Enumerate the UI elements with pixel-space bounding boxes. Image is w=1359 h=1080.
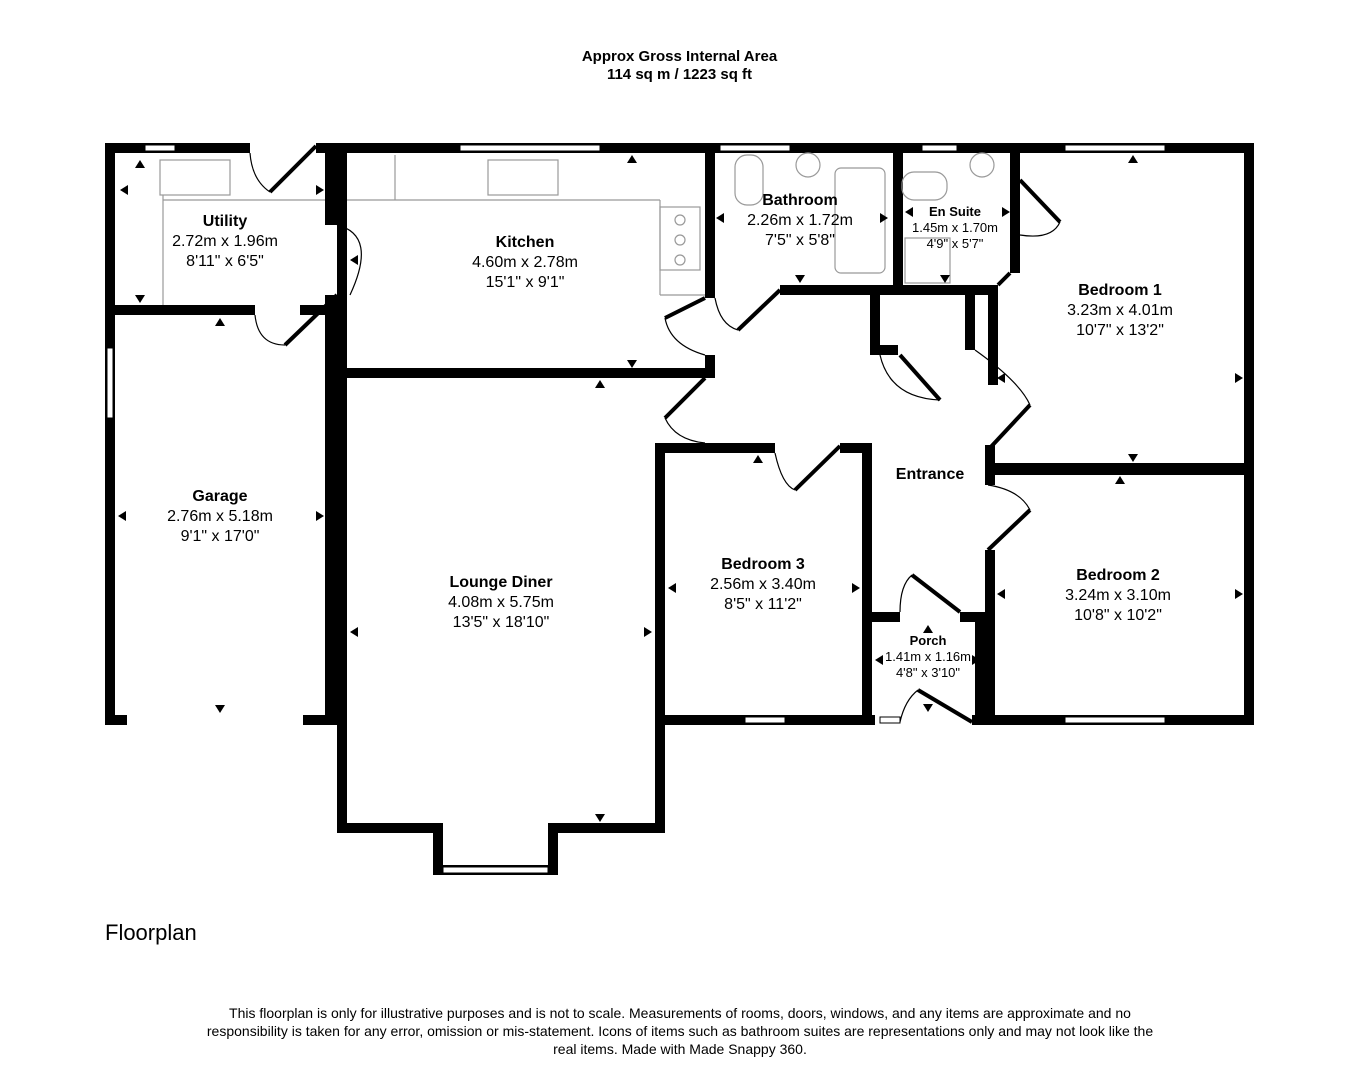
room-imperial: 10'8" x 10'2" — [1074, 607, 1162, 624]
room-imperial: 7'5" x 5'8" — [765, 232, 835, 249]
room-metric: 3.24m x 3.10m — [1065, 587, 1171, 604]
doors — [268, 144, 1062, 724]
hob-icon — [659, 206, 701, 271]
room-name: Bedroom 2 — [1076, 567, 1160, 584]
room-imperial: 8'11" x 6'5" — [186, 253, 264, 270]
disclaimer: This floorplan is only for illustrative … — [206, 1005, 1154, 1057]
ensuite-basin-icon — [969, 152, 995, 178]
utility-sink-icon — [159, 159, 231, 196]
shower-icon — [904, 237, 951, 284]
room-porch: Porch 1.41m x 1.16m 4'8" x 3'10" — [885, 633, 971, 681]
door-swings — [249, 152, 1061, 723]
floorplan-label: Floorplan — [105, 920, 197, 945]
kitchen-sink-icon — [487, 159, 559, 196]
room-name: Bedroom 3 — [721, 556, 805, 573]
room-imperial: 10'7" x 13'2" — [1076, 322, 1164, 339]
room-metric: 2.26m x 1.72m — [747, 212, 853, 229]
fixtures — [159, 152, 995, 305]
toilet-icon — [734, 154, 764, 206]
measurement-markers — [118, 155, 1243, 822]
room-imperial: 4'8" x 3'10" — [895, 665, 961, 680]
room-bedroom-1: Bedroom 1 3.23m x 4.01m 10'7" x 13'2" — [1067, 281, 1173, 341]
room-metric: 2.76m x 5.18m — [167, 508, 273, 525]
room-name: Entrance — [895, 466, 965, 483]
room-name: Bathroom — [762, 192, 838, 209]
area-title: Approx Gross Internal Area — [581, 48, 778, 65]
room-metric: 1.41m x 1.16m — [885, 649, 971, 664]
room-utility: Utility 2.72m x 1.96m 8'11" x 6'5" — [172, 212, 278, 272]
ensuite-toilet-icon — [901, 171, 948, 201]
room-imperial: 9'1" x 17'0" — [180, 528, 260, 545]
room-name: Utility — [202, 213, 248, 230]
room-entrance: Entrance — [896, 465, 964, 485]
area-value: 114 sq m / 1223 sq ft — [606, 66, 753, 83]
room-kitchen: Kitchen 4.60m x 2.78m 15'1" x 9'1" — [472, 233, 578, 293]
room-metric: 3.23m x 4.01m — [1067, 302, 1173, 319]
room-name: Kitchen — [495, 234, 555, 251]
room-bedroom-2: Bedroom 2 3.24m x 3.10m 10'8" x 10'2" — [1065, 566, 1171, 626]
room-metric: 2.56m x 3.40m — [710, 576, 816, 593]
room-metric: 2.72m x 1.96m — [172, 233, 278, 250]
bath-icon — [834, 167, 886, 274]
room-metric: 4.60m x 2.78m — [472, 254, 578, 271]
basin-icon — [795, 152, 821, 178]
room-lounge-diner: Lounge Diner 4.08m x 5.75m 13'5" x 18'10… — [448, 573, 554, 633]
room-bedroom-3: Bedroom 3 2.56m x 3.40m 8'5" x 11'2" — [710, 555, 816, 615]
room-name: Porch — [909, 633, 947, 648]
room-imperial: 13'5" x 18'10" — [452, 614, 550, 631]
windows — [106, 144, 1166, 874]
room-metric: 4.08m x 5.75m — [448, 594, 554, 611]
room-imperial: 8'5" x 11'2" — [724, 596, 802, 613]
room-garage: Garage 2.76m x 5.18m 9'1" x 17'0" — [167, 487, 273, 547]
room-imperial: 4'9" x 5'7" — [926, 236, 984, 251]
room-name: Bedroom 1 — [1078, 282, 1162, 299]
room-imperial: 15'1" x 9'1" — [485, 274, 565, 291]
room-bathroom: Bathroom 2.26m x 1.72m 7'5" x 5'8" — [747, 191, 853, 251]
room-name: Lounge Diner — [449, 574, 553, 591]
room-name: En Suite — [928, 204, 981, 219]
room-metric: 1.45m x 1.70m — [912, 220, 998, 235]
room-ensuite: En Suite 1.45m x 1.70m 4'9" x 5'7" — [912, 204, 998, 252]
room-name: Garage — [192, 488, 248, 505]
